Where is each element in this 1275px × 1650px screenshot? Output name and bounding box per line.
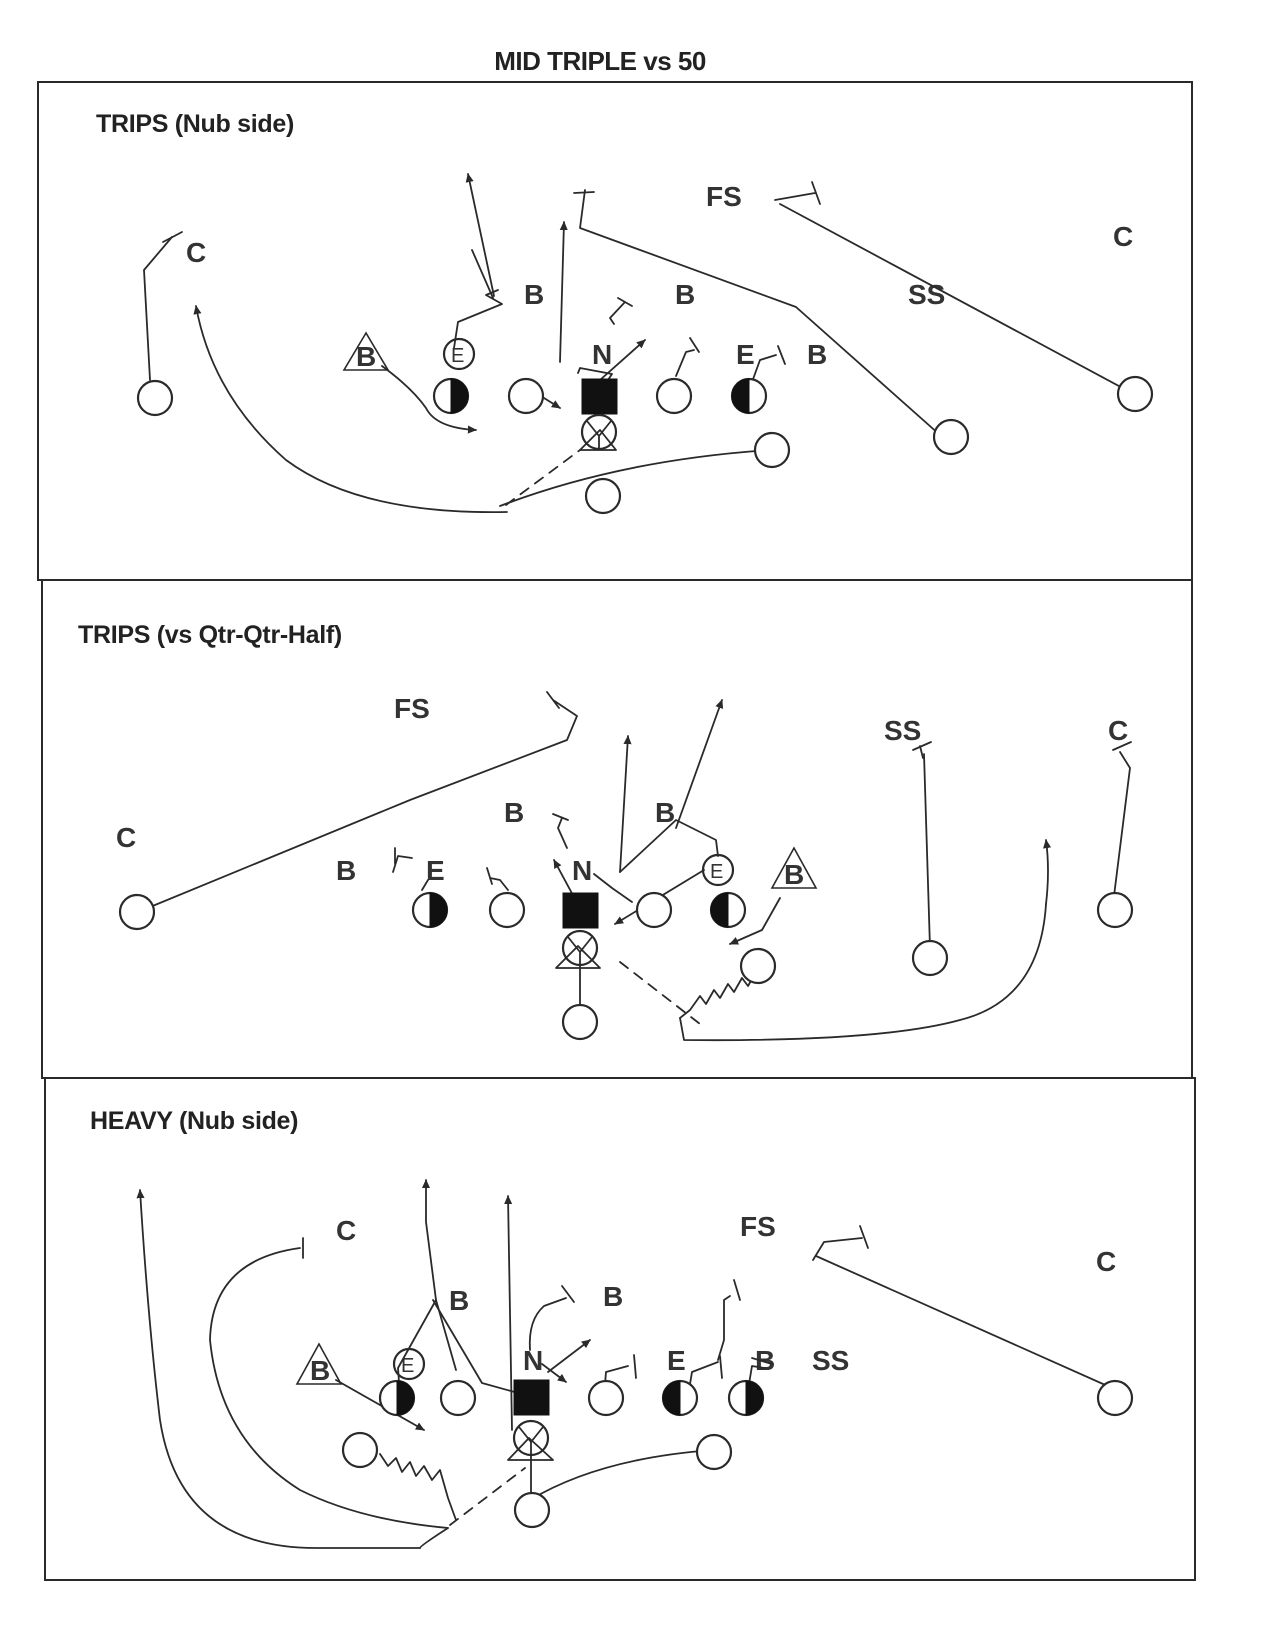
label-nose: N	[592, 339, 612, 370]
player-slot	[932, 418, 970, 456]
player-wing	[753, 431, 791, 469]
pitch-dashed	[505, 449, 581, 506]
route-dive	[499, 449, 771, 507]
label-strong-safety: SS	[812, 1345, 849, 1376]
route-pitch	[193, 305, 508, 514]
route-c-left	[209, 1247, 449, 1549]
route-vertical-1	[465, 173, 495, 297]
route-pitch	[679, 903, 1047, 1042]
panel-frame	[44, 1077, 1196, 1581]
label-linebacker-1: B	[504, 797, 524, 828]
pitch-dashed	[449, 1467, 526, 1526]
defender-triangle	[295, 1342, 343, 1385]
route-tri-b	[335, 1379, 425, 1431]
block-lb1	[471, 249, 494, 299]
defender-triangle	[342, 331, 390, 371]
label-linebacker-2: B	[675, 279, 695, 310]
route-cross-fs	[137, 691, 578, 913]
route-ss-line	[779, 203, 1131, 393]
route-wr-left	[143, 236, 173, 381]
label-corner-left: C	[116, 822, 136, 853]
route-tri-b	[729, 897, 781, 945]
player-wing-right	[695, 1433, 733, 1471]
label-end-circle: E	[401, 1355, 414, 1377]
label-corner-right: C	[1096, 1246, 1116, 1277]
route-pitch	[136, 1189, 421, 1549]
route-zig	[679, 971, 757, 1019]
label-strong-safety: SS	[908, 279, 945, 310]
player-wr-right	[1096, 1379, 1134, 1417]
label-triangle-b: B	[784, 859, 804, 890]
label-end-circle: E	[451, 345, 464, 367]
panel-heavy-nub-side: HEAVY (Nub side) C FS C B B B E N E B SS	[44, 1077, 1196, 1581]
player-wr-left	[118, 893, 156, 931]
player-guard-right	[635, 891, 673, 929]
player-center	[581, 378, 618, 415]
panel-title: TRIPS (Nub side)	[96, 110, 294, 138]
panel-title: HEAVY (Nub side)	[90, 1107, 298, 1135]
route-vertical-1	[619, 735, 632, 873]
label-linebacker-1: B	[524, 279, 544, 310]
player-center	[513, 1379, 550, 1416]
player-wing-left	[341, 1431, 379, 1469]
player-wing	[739, 947, 777, 985]
label-corner-right: C	[1113, 221, 1133, 252]
label-end-circle: E	[710, 861, 723, 883]
label-linebacker-1: B	[449, 1285, 469, 1316]
player-fb	[561, 1003, 599, 1041]
player-guard-right	[655, 377, 693, 415]
player-wr-right	[1096, 891, 1134, 929]
label-linebacker-2: B	[603, 1281, 623, 1312]
route-dive	[529, 1449, 715, 1501]
label-triangle-b: B	[356, 341, 376, 372]
page-title: MID TRIPLE vs 50	[494, 46, 706, 76]
label-b-right: B	[807, 339, 827, 370]
label-strong-safety: SS	[884, 715, 921, 746]
label-corner-left: C	[336, 1215, 356, 1246]
route-tri-b	[381, 365, 477, 434]
player-fb	[584, 477, 622, 515]
label-linebacker-2: B	[655, 797, 675, 828]
pitch-dashed	[619, 961, 701, 1025]
label-corner-right: C	[1108, 715, 1128, 746]
route-vertical-1	[421, 1179, 457, 1371]
player-slot	[911, 939, 949, 977]
player-guard-left	[488, 891, 526, 929]
label-free-safety: FS	[394, 693, 430, 724]
player-center	[562, 892, 599, 929]
defender-end-circle	[442, 337, 476, 371]
player-guard-left	[439, 1379, 477, 1417]
route-zig	[379, 1453, 457, 1521]
label-triangle-b: B	[310, 1355, 330, 1386]
route-vertical-2	[675, 699, 724, 829]
player-guard-right	[587, 1379, 625, 1417]
label-b-left: B	[336, 855, 356, 886]
player-fb	[513, 1491, 551, 1529]
label-nose: N	[572, 855, 592, 886]
label-nose: N	[523, 1345, 543, 1376]
label-end-right: E	[667, 1345, 686, 1376]
route-c-right	[1113, 751, 1131, 897]
label-end-right: E	[736, 339, 755, 370]
panel-title: TRIPS (vs Qtr-Qtr-Half)	[78, 621, 342, 649]
route-vertical-2	[559, 221, 568, 363]
route-center-arrow	[547, 1339, 591, 1373]
panel-trips-nub-side: TRIPS (Nub side) C B B FS C SS B E N E B	[37, 81, 1193, 581]
route-fs-line	[815, 1255, 1113, 1389]
panel-trips-qtr-qtr-half: TRIPS (vs Qtr-Qtr-Half) FS SS C C B B B …	[41, 579, 1193, 1079]
label-free-safety: FS	[740, 1211, 776, 1242]
route-ss	[923, 753, 931, 949]
label-corner-left: C	[186, 237, 206, 268]
label-free-safety: FS	[706, 181, 742, 212]
label-end-left: E	[426, 855, 445, 886]
panel-frame	[41, 579, 1193, 1079]
player-wr-left	[136, 379, 174, 417]
route-post-fs	[579, 189, 941, 436]
player-wr-right	[1116, 375, 1154, 413]
route-vertical-2	[504, 1195, 513, 1431]
defender-triangle	[770, 846, 818, 889]
player-guard-left	[507, 377, 545, 415]
